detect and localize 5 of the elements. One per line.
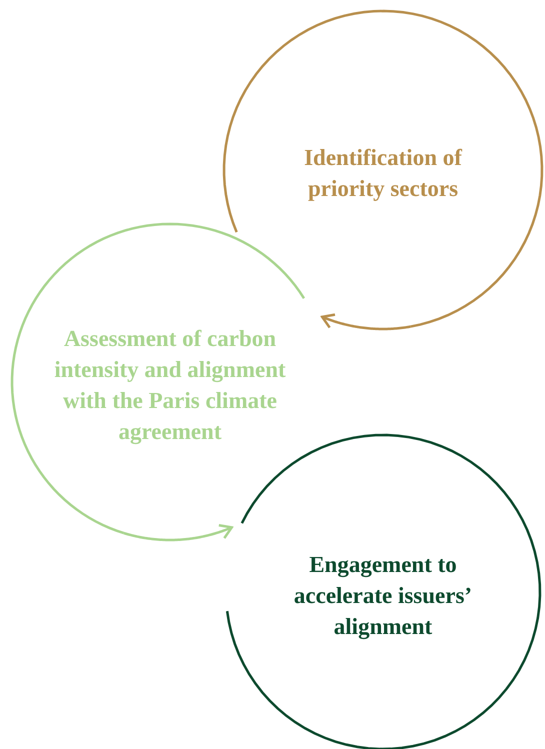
arrow	[320, 313, 411, 330]
node-label: Assessment of carbon intensity and alignment with the Paris climate agreement	[53, 325, 287, 446]
node-label: Engagement to accelerate issuers’ alignment	[292, 550, 474, 642]
node-label: Identification of priority sectors	[303, 144, 464, 203]
arrow	[123, 524, 233, 542]
